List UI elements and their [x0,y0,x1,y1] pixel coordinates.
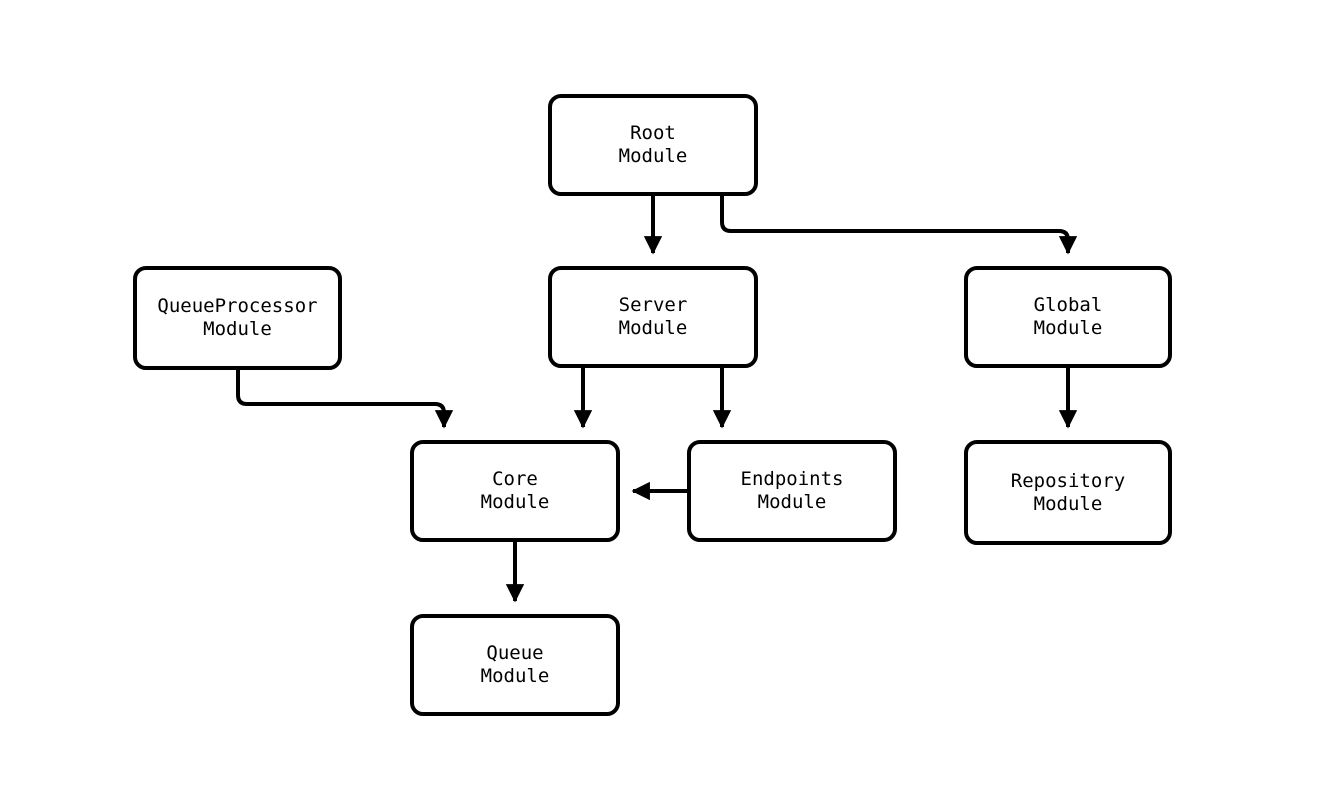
node-core-module[interactable]: Core Module [410,440,620,542]
node-queueprocessor-module[interactable]: QueueProcessor Module [133,266,342,370]
node-repository-module[interactable]: Repository Module [964,440,1172,545]
node-label-root-module: Root Module [618,122,688,167]
node-global-module[interactable]: Global Module [964,266,1172,368]
node-label-queue-module: Queue Module [480,642,550,687]
node-label-repository-module: Repository Module [1010,469,1126,515]
node-queue-module[interactable]: Queue Module [410,614,620,716]
edge-queueprocessor-to-core [236,370,454,429]
node-label-queueprocessor-module: QueueProcessor Module [157,295,318,340]
node-server-module[interactable]: Server Module [548,266,758,368]
node-label-global-module: Global Module [1033,294,1103,339]
node-endpoints-module[interactable]: Endpoints Module [687,440,897,542]
node-label-core-module: Core Module [480,468,550,513]
edge-root-to-global [720,196,1078,255]
node-label-server-module: Server Module [618,294,688,339]
node-root-module[interactable]: Root Module [548,94,758,196]
node-label-endpoints-module: Endpoints Module [740,468,844,513]
